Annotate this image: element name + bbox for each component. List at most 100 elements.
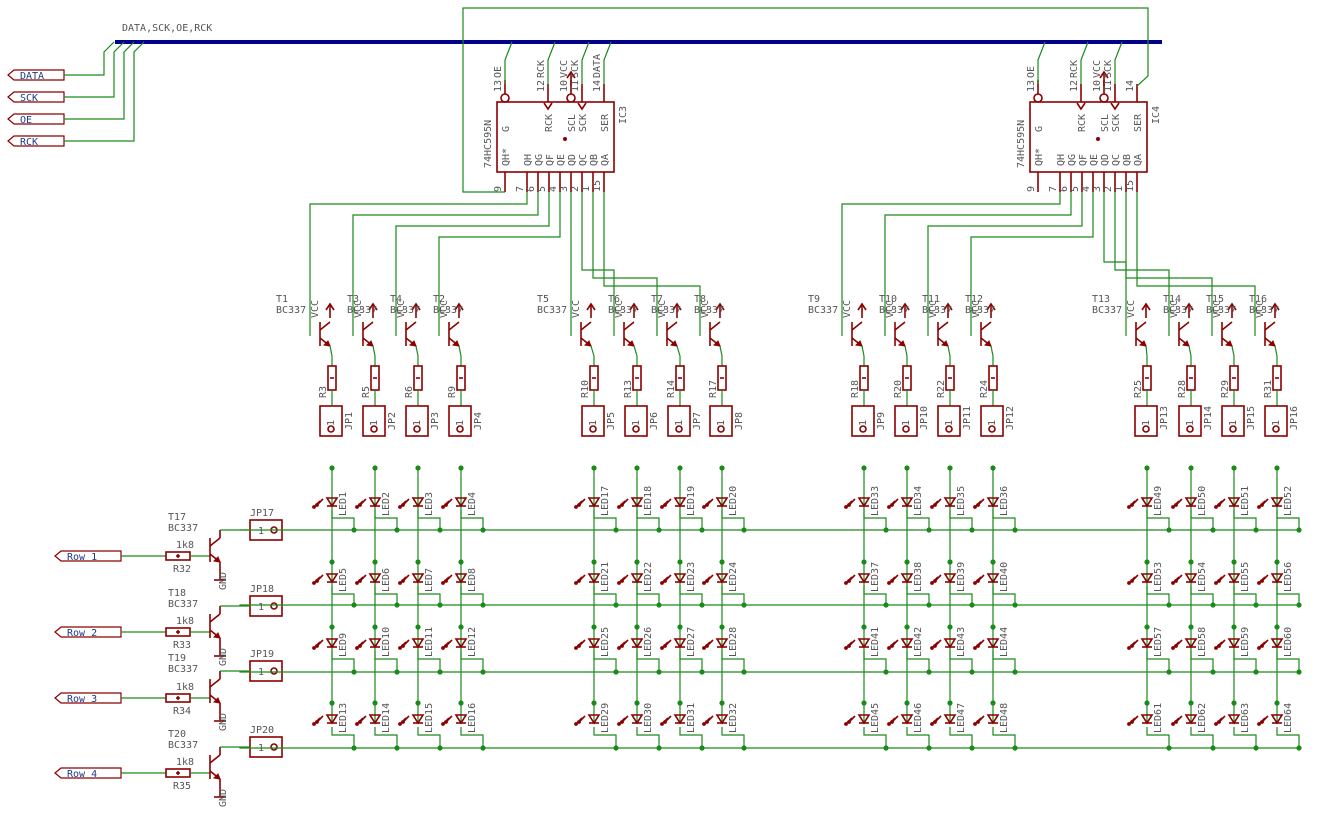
junction-dot [926, 602, 932, 608]
junction-dot [634, 700, 640, 706]
junction-dot [415, 465, 421, 471]
led-symbol [368, 638, 382, 649]
led-name: LED2 [381, 492, 392, 516]
led-light-arrowhead [933, 503, 937, 507]
ic-name: IC3 [618, 106, 629, 124]
led-name: LED3 [424, 492, 435, 516]
led-led3: LED3 [398, 492, 443, 533]
jumper-body [581, 405, 605, 437]
junction-dot [394, 745, 400, 751]
led-cathode-wire [949, 651, 973, 672]
junction-dot [634, 624, 640, 630]
led-light-arrowhead [1127, 646, 1131, 650]
vcc-label: VCC [571, 300, 582, 318]
clock-marker [543, 102, 553, 111]
port-oe [7, 113, 65, 125]
led-light-arrowhead [847, 644, 851, 648]
led-led25: LED25 [574, 624, 619, 675]
led-light-arrowhead [663, 579, 667, 583]
led-symbol [673, 714, 687, 725]
ic-net-label: DATA [592, 54, 603, 78]
port-rck-label: RCK [20, 137, 38, 148]
transistor-type: BC337 [168, 523, 198, 534]
junction-dot [741, 527, 747, 533]
led-light-arrowhead [1127, 505, 1131, 509]
jumper-pin-number: 1 [258, 602, 264, 613]
led-name: LED29 [600, 703, 611, 733]
transistor-collector [980, 321, 992, 331]
led-name: LED9 [338, 633, 349, 657]
led-light-arrowhead [355, 646, 359, 650]
led-cathode-wire [593, 651, 617, 672]
led-cathode-wire [863, 727, 887, 748]
led-light-arrowhead [441, 581, 445, 585]
transistor-collector [666, 321, 678, 331]
jumper-pin [902, 425, 910, 433]
ic-pin-number: 13 [493, 80, 504, 92]
junction-dot [699, 527, 705, 533]
ic-pin-number: 12 [1069, 80, 1080, 92]
led-name: LED57 [1153, 627, 1164, 657]
transistor-type: BC337 [168, 664, 198, 675]
emitter-wire [947, 345, 951, 357]
jumper-pin [859, 425, 867, 433]
led-led17: LED17 [574, 486, 619, 533]
transistor-collector [1135, 321, 1147, 331]
junction-dot [1166, 669, 1172, 675]
led-light-arrowhead [660, 505, 664, 509]
junction-dot [699, 745, 705, 751]
jumper-name: JP15 [1246, 406, 1257, 430]
led-symbol [1270, 573, 1284, 584]
junction-dot [329, 559, 335, 565]
junction-dot [1253, 527, 1259, 533]
led-name: LED18 [643, 486, 654, 516]
led-symbol [1227, 638, 1241, 649]
jumper-body [937, 405, 961, 437]
led-name: LED17 [600, 486, 611, 516]
led-symbol [368, 714, 382, 725]
junction-dot [1166, 745, 1172, 751]
junction-dot [969, 602, 975, 608]
junction-dot [1274, 700, 1280, 706]
led-led19: LED19 [660, 486, 705, 533]
led-light-arrowhead [358, 503, 362, 507]
jumper-pin [270, 602, 278, 610]
led-light-arrowhead [355, 581, 359, 585]
transistor-collector [405, 321, 417, 331]
ic-pin-number: 10 [559, 80, 570, 92]
led-name: LED28 [728, 627, 739, 657]
led-name: LED62 [1197, 703, 1208, 733]
ic-net-label: VCC [559, 60, 570, 78]
transistor-type: BC337 [651, 305, 681, 316]
resistor-name: R35 [173, 781, 191, 792]
led-name: LED47 [956, 703, 967, 733]
vcc-arrow [1141, 302, 1151, 311]
jumper-pin-number: 1 [674, 420, 685, 426]
led-light-arrowhead [441, 505, 445, 509]
led-light-arrowhead [705, 579, 709, 583]
led-name: LED51 [1240, 486, 1251, 516]
ic-net-label: SCK [1103, 60, 1114, 78]
led-light-arrowhead [976, 644, 980, 648]
led-name: LED49 [1153, 486, 1164, 516]
junction-dot [1210, 602, 1216, 608]
junction-dot [741, 745, 747, 751]
led-light-arrowhead [933, 720, 937, 724]
junction-dot [1231, 624, 1237, 630]
transistor-name: T14 [1163, 294, 1181, 305]
junction-dot [1188, 559, 1194, 565]
led-light-arrowhead [358, 579, 362, 583]
led-cathode-wire [593, 586, 617, 605]
ic-pin-number: 13 [1026, 80, 1037, 92]
led-symbol [943, 497, 957, 508]
led-led60: LED60 [1257, 624, 1302, 675]
led-name: LED13 [338, 703, 349, 733]
jumper-body [894, 405, 918, 437]
resistor-name: R9 [447, 386, 458, 398]
emitter-wire [719, 345, 723, 357]
junction-dot [656, 602, 662, 608]
